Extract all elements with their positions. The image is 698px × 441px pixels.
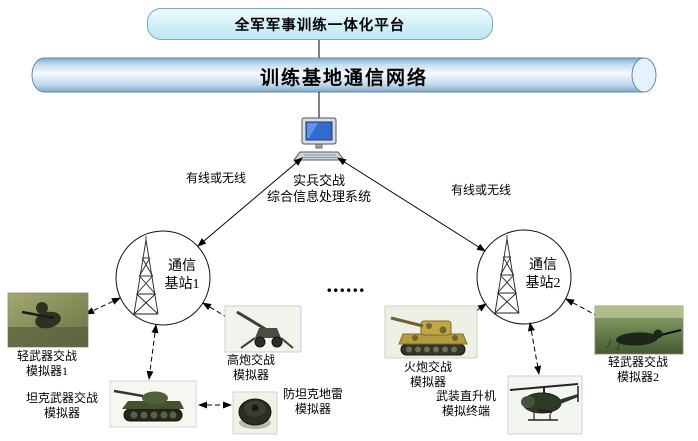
- link-label-left: 有线或无线: [185, 171, 246, 185]
- tank-simulator-image: [109, 380, 197, 428]
- network-pipe-shape: [31, 57, 657, 93]
- base-station-1-label: 通信 基站1: [164, 259, 200, 292]
- light-weapon-simulator-2-label: 轻武器交战 模拟器2: [607, 355, 668, 384]
- helicopter-terminal-image: [507, 375, 583, 435]
- light-weapon-simulator-1-label: 轻武器交战 模拟器1: [16, 349, 77, 378]
- base-station-2-label: 通信 基站2: [525, 258, 561, 291]
- processing-system-label: 实兵交战 综合信息处理系统: [266, 173, 371, 204]
- anti-tank-mine-image: [232, 391, 278, 435]
- artillery-simulator-label: 火炮交战 模拟器: [403, 360, 452, 389]
- light-weapon-simulator-1-image: [7, 292, 89, 348]
- platform-title-box: 全军军事训练一体化平台: [147, 8, 493, 40]
- tank-simulator-label: 坦克武器交战 模拟器: [25, 391, 98, 420]
- network-pipe-label: 训练基地通信网络: [259, 68, 428, 89]
- link-label-right: 有线或无线: [450, 183, 511, 197]
- aa-gun-simulator-label: 高炮交战 模拟器: [226, 353, 275, 382]
- link-station1-tank: [146, 324, 159, 380]
- link-computer-station2: [337, 157, 486, 252]
- link-station1-light1: [85, 297, 121, 315]
- helicopter-terminal-label: 武装直升机 模拟终端: [435, 389, 496, 418]
- computer-icon: [293, 117, 345, 161]
- link-station2-helicopter: [527, 322, 542, 375]
- base-station-1-circle: [115, 230, 211, 326]
- aa-gun-simulator-image: [224, 305, 302, 353]
- light-weapon-simulator-2-image: [594, 305, 684, 355]
- link-computer-station1: [197, 157, 303, 247]
- platform-title: 全军军事训练一体化平台: [234, 17, 406, 34]
- base-station-2-circle: [476, 229, 572, 325]
- antenna-tower-icon: [494, 235, 520, 314]
- stations-ellipsis: ......: [326, 272, 366, 297]
- artillery-simulator-image: [384, 305, 478, 359]
- antenna-tower-icon: [133, 236, 159, 315]
- mine-simulator-label: 防坦克地雷 模拟器: [282, 387, 343, 416]
